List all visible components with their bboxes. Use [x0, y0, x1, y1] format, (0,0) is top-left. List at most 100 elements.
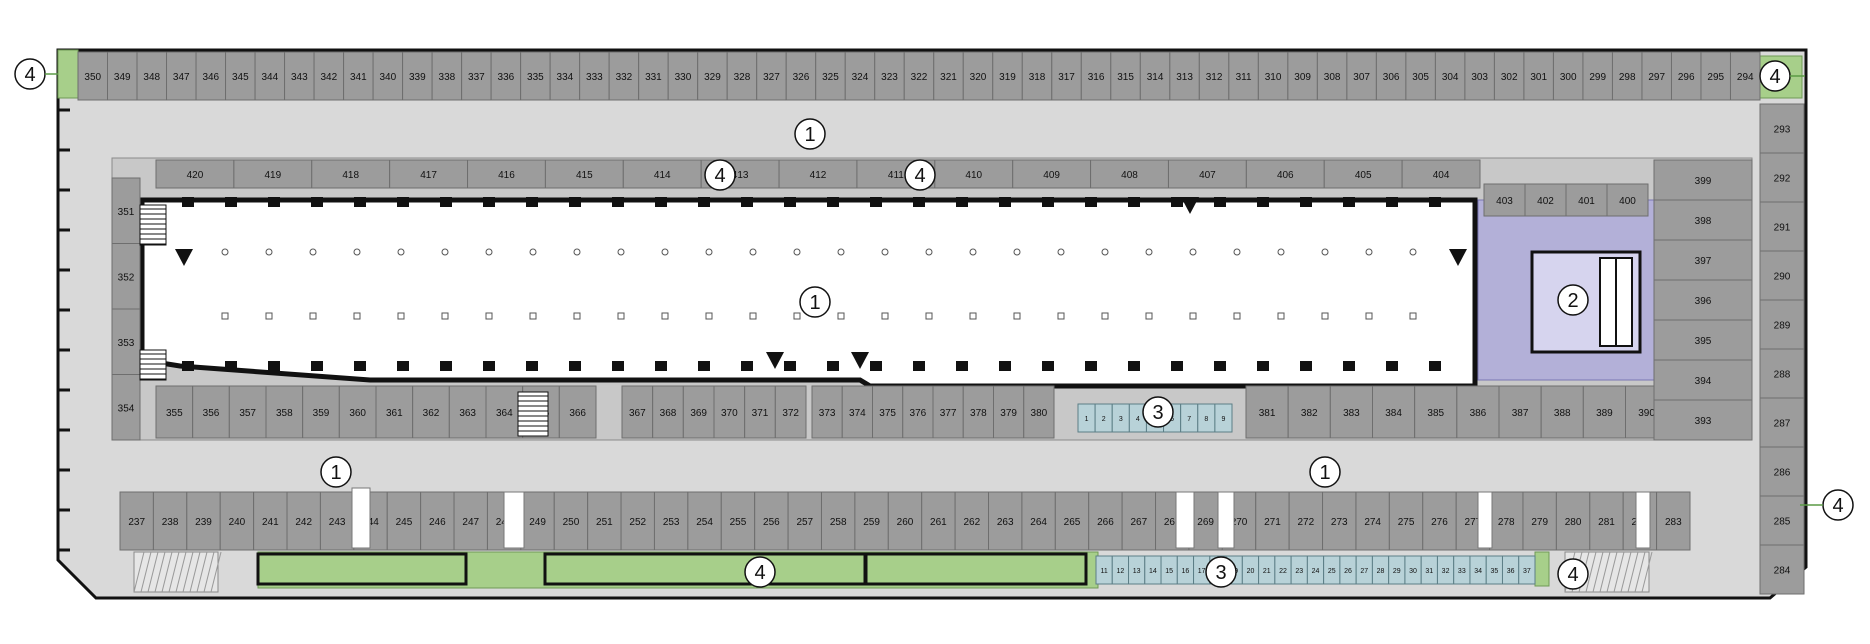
hatch-line — [1627, 551, 1639, 593]
parking-stall — [1653, 239, 1753, 281]
storage-number: 7 — [1187, 416, 1191, 423]
parking-stall — [448, 385, 487, 439]
parking-stall — [1012, 159, 1092, 189]
callout-label: 3 — [1215, 562, 1226, 584]
stall-number: 289 — [1774, 321, 1791, 332]
stall-number: 411 — [888, 170, 904, 181]
stall-number: 346 — [202, 72, 219, 83]
stall-number: 419 — [264, 170, 281, 181]
parking-stall — [1498, 385, 1542, 439]
stall-number: 269 — [1197, 517, 1214, 528]
fixture — [573, 248, 581, 256]
stall-number: 357 — [239, 408, 256, 419]
structural-column — [698, 361, 710, 371]
stall-number: 267 — [1130, 517, 1147, 528]
stall-number: 414 — [654, 170, 671, 181]
structural-column — [999, 361, 1011, 371]
parking-stall — [1355, 491, 1390, 551]
structural-column — [311, 361, 323, 371]
stall-number: 326 — [793, 72, 810, 83]
fixture — [1057, 248, 1065, 256]
parking-stall — [1606, 183, 1649, 217]
stall-number: 344 — [261, 72, 278, 83]
stall-number: 334 — [557, 72, 574, 83]
parking-stall — [653, 491, 689, 551]
stall-number: 378 — [970, 408, 987, 419]
parking-stall — [1422, 491, 1457, 551]
stall-number: 374 — [849, 408, 866, 419]
hatch-line — [1599, 551, 1611, 593]
structural-column — [784, 197, 796, 207]
structural-column — [526, 361, 538, 371]
structural-column — [182, 361, 194, 371]
parking-stall — [1323, 159, 1403, 189]
parking-stall — [1759, 201, 1805, 252]
stall-number: 329 — [704, 72, 721, 83]
structural-column — [1343, 361, 1355, 371]
fixture — [221, 312, 229, 320]
parking-stall — [1139, 51, 1171, 101]
storage-number: 6 — [1170, 416, 1174, 423]
stall-number: 279 — [1531, 517, 1548, 528]
callout-label: 3 — [1152, 402, 1163, 424]
stall-number: 254 — [696, 517, 713, 528]
fixture — [1409, 312, 1417, 320]
fixture — [485, 312, 493, 320]
storage-number: 31 — [1425, 568, 1433, 575]
fixture — [1409, 248, 1417, 256]
fixture — [1321, 248, 1329, 256]
fixture — [925, 312, 933, 320]
stall-number: 284 — [1774, 566, 1791, 577]
stall-number: 396 — [1695, 296, 1712, 307]
stall-number: 242 — [295, 517, 312, 528]
callout-circle — [1205, 556, 1237, 588]
fixture — [573, 312, 581, 320]
stall-number: 314 — [1147, 72, 1164, 83]
fixture — [705, 248, 713, 256]
fixture — [221, 248, 229, 256]
parking-stall — [284, 51, 315, 101]
parking-stall — [254, 51, 286, 101]
stall-number: 409 — [1043, 170, 1060, 181]
parking-stall — [1121, 491, 1157, 551]
hatch-line — [168, 551, 180, 593]
structural-column — [1386, 361, 1398, 371]
stall-number: 292 — [1774, 174, 1791, 185]
stall-number: 265 — [1064, 517, 1081, 528]
parking-stall — [1329, 385, 1374, 439]
structural-column — [851, 352, 869, 369]
parking-stall — [887, 491, 923, 551]
structural-column — [354, 361, 366, 371]
stall-number: 345 — [232, 72, 249, 83]
parking-stall — [1700, 51, 1731, 101]
fixture — [397, 312, 405, 320]
parking-stall — [962, 51, 994, 101]
callout-marker: 1 — [1309, 456, 1341, 488]
stall-number: 300 — [1560, 72, 1577, 83]
fixture — [1321, 312, 1329, 320]
callout-marker: 1 — [320, 456, 352, 488]
fixture — [397, 248, 405, 256]
stall-number: 302 — [1501, 72, 1518, 83]
parking-stall — [1656, 491, 1691, 551]
parking-stall — [1401, 159, 1481, 189]
stall-number: 315 — [1117, 72, 1134, 83]
storage-number: 22 — [1279, 568, 1287, 575]
storage-number: 15 — [1165, 568, 1173, 575]
parking-stall — [453, 491, 488, 551]
stall-number: 252 — [629, 517, 646, 528]
stall-number: 398 — [1695, 216, 1712, 227]
stall-number: 299 — [1589, 72, 1606, 83]
fixture — [1233, 312, 1241, 320]
storage-number: 32 — [1442, 568, 1450, 575]
walkway-opening — [503, 491, 525, 549]
parking-stall — [774, 385, 807, 439]
stall-number: 288 — [1774, 370, 1791, 381]
hatched-entry — [133, 551, 219, 593]
stall-number: 361 — [386, 408, 403, 419]
stall-number: 245 — [396, 517, 413, 528]
stall-number: 322 — [911, 72, 928, 83]
stall-number: 371 — [752, 408, 769, 419]
callout-marker: 4 — [1822, 489, 1854, 521]
